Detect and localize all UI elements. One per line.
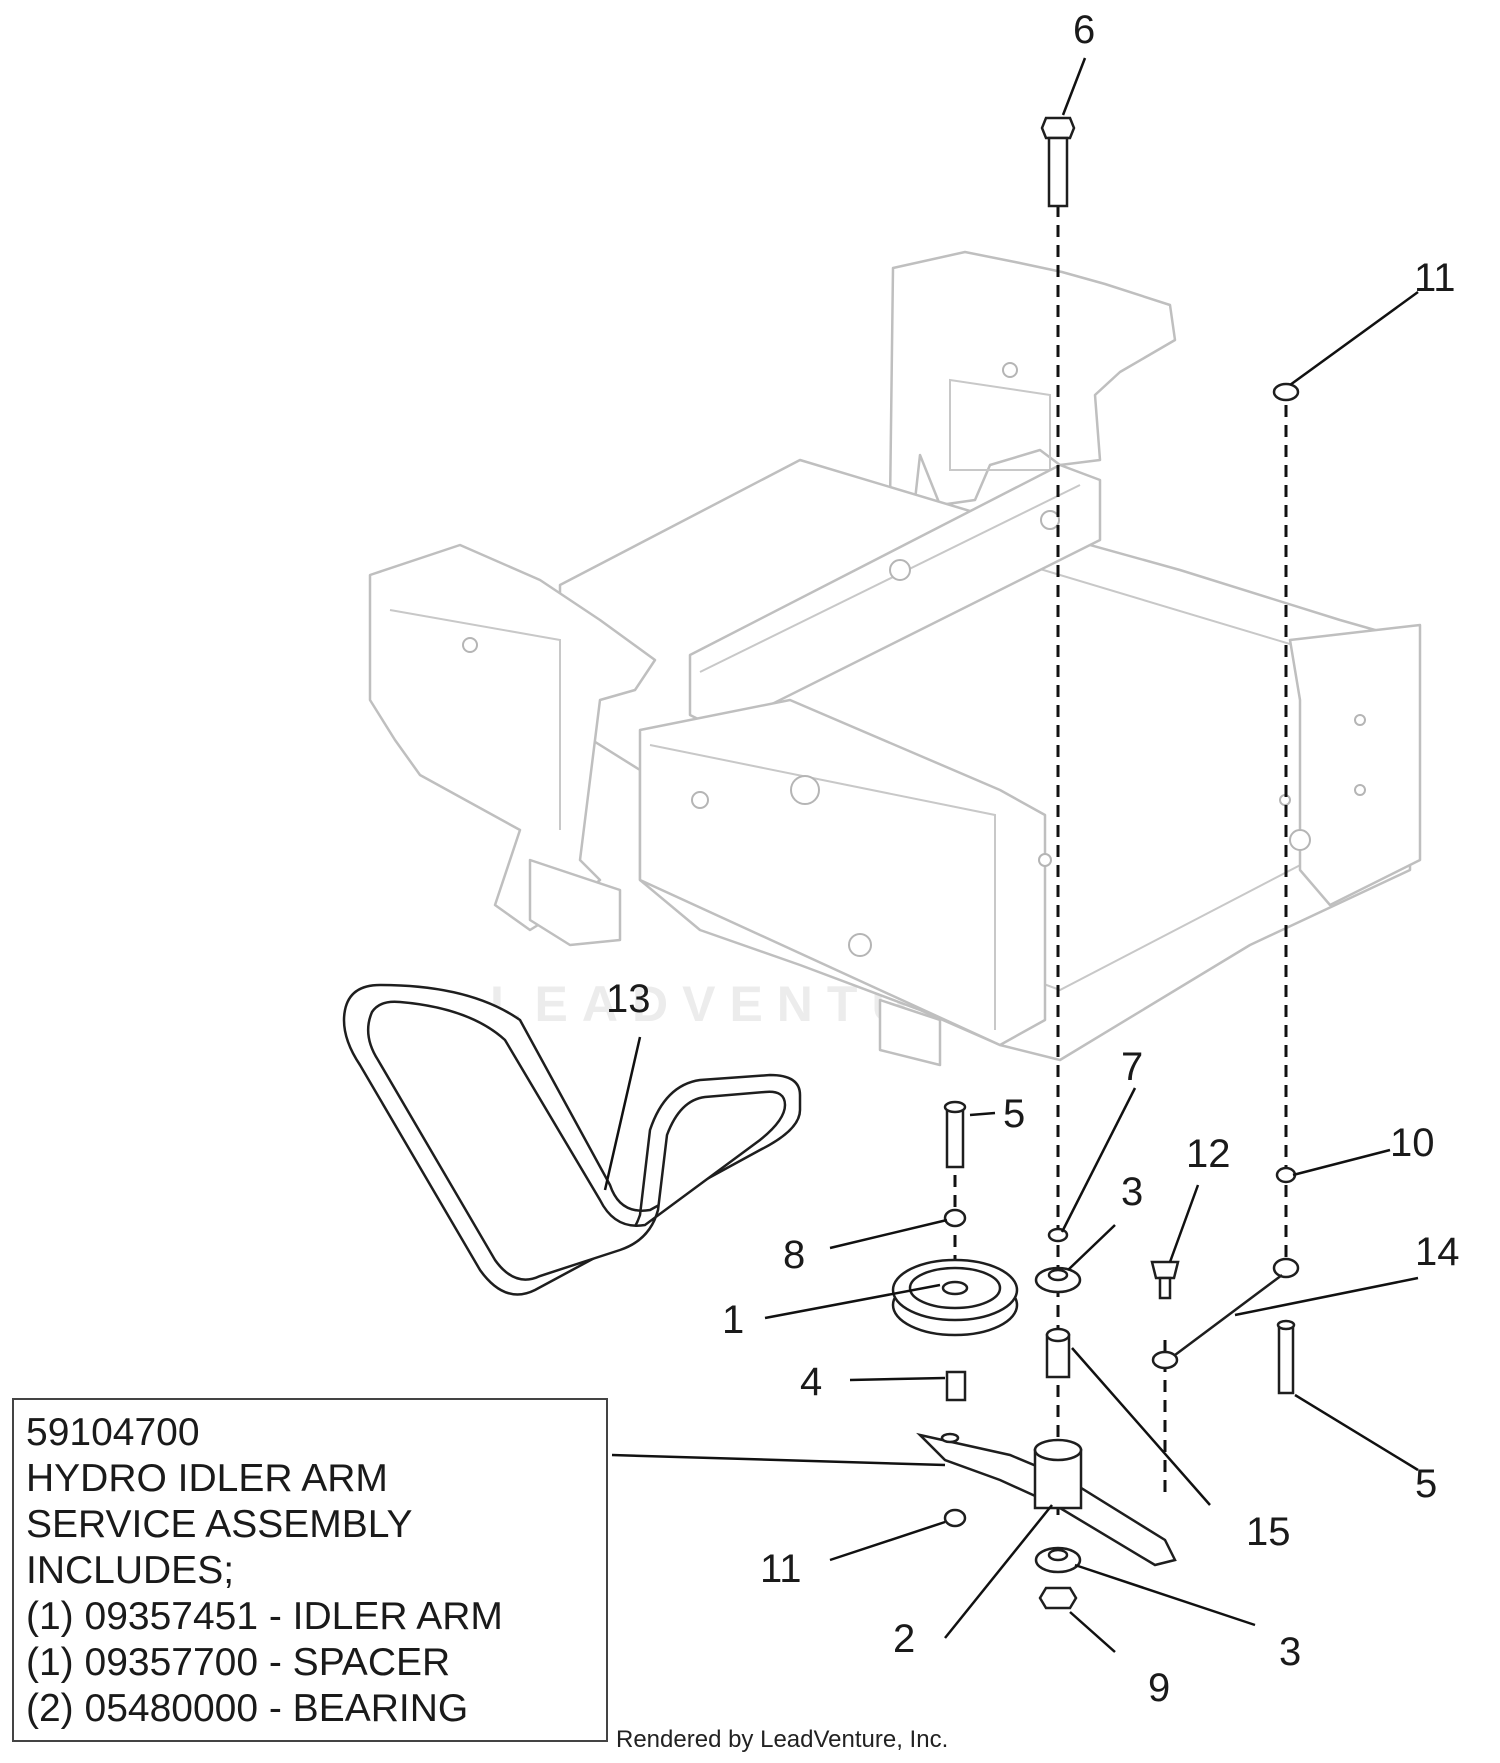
callout-13: 13: [606, 977, 651, 1021]
chassis-frame: [368, 250, 1422, 1067]
info-line-spacer: (1) 09357700 - SPACER: [26, 1641, 451, 1684]
spacer-tube-part-2: [1033, 1438, 1083, 1510]
nut-part-9: [1038, 1586, 1078, 1610]
spring-part-14: [1151, 1257, 1300, 1370]
callout-3-bottom: 3: [1279, 1630, 1301, 1674]
nut-part-11-top: [1272, 382, 1300, 402]
info-line-title-2: SERVICE ASSEMBLY: [26, 1503, 413, 1546]
leader-lines: [603, 57, 1419, 1653]
pulley-part-1: [891, 1258, 1019, 1337]
nut-part-10: [1275, 1166, 1297, 1184]
credit-text: Rendered by LeadVenture, Inc.: [616, 1726, 949, 1753]
callout-4: 4: [800, 1360, 822, 1404]
washer-part-8: [943, 1208, 967, 1228]
bearing-part-3-top: [1034, 1266, 1082, 1294]
bolt-part-6: [1040, 116, 1076, 208]
drive-belt: [342, 983, 802, 1296]
washer-part-7: [1047, 1227, 1069, 1243]
spacer-part-15: [1045, 1327, 1071, 1379]
info-line-title-1: HYDRO IDLER ARM: [26, 1457, 388, 1500]
callout-11-bottom: 11: [760, 1547, 802, 1591]
bearing-part-3-bottom: [1034, 1546, 1082, 1574]
callout-3-top: 3: [1121, 1170, 1143, 1214]
callout-5-left: 5: [1003, 1092, 1025, 1136]
callout-7: 7: [1121, 1045, 1143, 1089]
service-assembly-info-box: 59104700 HYDRO IDLER ARM SERVICE ASSEMBL…: [12, 1398, 608, 1742]
callout-12: 12: [1186, 1132, 1231, 1176]
callout-5-right: 5: [1415, 1462, 1437, 1506]
pin-part-5-right: [1276, 1319, 1296, 1395]
info-line-idler-arm: (1) 09357451 - IDLER ARM: [26, 1595, 503, 1638]
pin-part-5-left: [943, 1100, 967, 1169]
callout-1: 1: [722, 1298, 744, 1342]
callout-9: 9: [1148, 1666, 1170, 1710]
callout-2: 2: [893, 1617, 915, 1661]
callout-10: 10: [1390, 1121, 1435, 1165]
info-line-bearing: (2) 05480000 - BEARING: [26, 1687, 469, 1730]
callout-15: 15: [1246, 1510, 1291, 1554]
callout-14: 14: [1415, 1230, 1460, 1274]
callout-11-top: 11: [1414, 256, 1456, 300]
info-line-part-number: 59104700: [26, 1411, 200, 1454]
bolt-part-12: [1150, 1260, 1180, 1300]
callout-8: 8: [783, 1233, 805, 1277]
nut-part-11-bottom: [943, 1508, 967, 1528]
callout-6: 6: [1073, 8, 1095, 52]
info-line-includes: INCLUDES;: [26, 1549, 235, 1592]
spacer-part-4: [945, 1370, 967, 1402]
